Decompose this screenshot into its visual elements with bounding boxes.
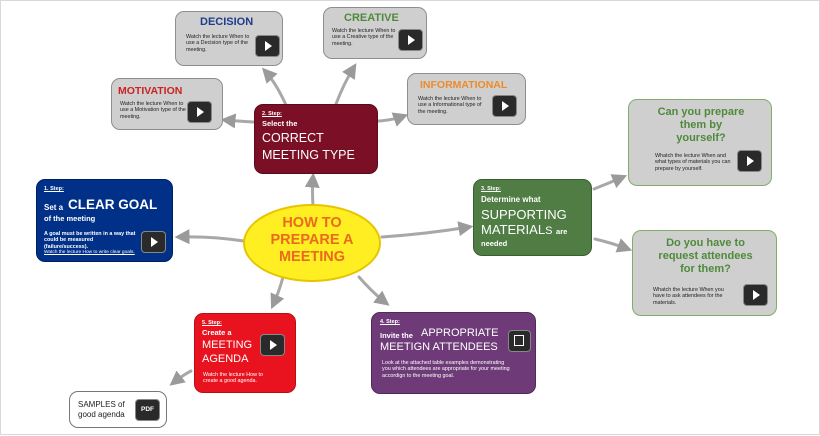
creative-description: Watch the lecture When to use a Creative… (332, 28, 396, 47)
step2-card[interactable]: 2. Step: Select the CORRECT MEETING TYPE (254, 104, 378, 174)
decision-description: Watch the lecture When to use a Decision… (186, 34, 250, 53)
creative-title: CREATIVE (344, 12, 399, 24)
document-icon[interactable] (509, 331, 530, 351)
informational-description: Watch the lecture When to use a Informat… (418, 96, 482, 115)
step5-heading-2: AGENDA (202, 353, 249, 365)
step1-description: A goal must be written in a way that cou… (44, 231, 136, 250)
step3-label: 3. Step: (481, 186, 501, 192)
step5-card[interactable]: 5. Step: Create a MEETING AGENDA Watch t… (194, 313, 296, 393)
samples-label-line: good agenda (78, 409, 125, 419)
prepare-title-line: them by (679, 119, 723, 131)
request-title: Do you have to request attendees for the… (633, 237, 778, 276)
step3-heading-2-text: MATERIAL (481, 222, 546, 237)
center-topic[interactable] (243, 204, 381, 282)
motivation-title: MOTIVATION (118, 85, 183, 97)
step2-heading-2: MEETING TYPE (262, 148, 355, 162)
step3-line1: Determine what (481, 195, 541, 204)
request-title-line: Do you have to (666, 237, 745, 249)
step3-heading-2-suffix: S (545, 225, 553, 237)
motivation-description: Watch the lecture When to use a Motivati… (120, 101, 186, 120)
connector-center-step5 (270, 275, 285, 310)
center-title-line: HOW TO (282, 215, 342, 231)
center-title: HOW TO PREPARE A MEETING (243, 215, 381, 266)
prepare-materials-card[interactable]: Can you prepare them by yourself? Whatch… (628, 99, 772, 186)
play-video-icon[interactable] (261, 335, 284, 355)
step5-description: Watch the lecture How to create a good a… (203, 372, 264, 385)
connector-center-step4 (357, 275, 390, 306)
step2-line1: Select the (262, 119, 298, 128)
center-title-line: MEETING (278, 249, 346, 265)
play-video-icon[interactable] (256, 36, 279, 56)
step4-line1: Invite the (380, 331, 413, 340)
request-description: Whatch the lecture When you have to ask … (653, 287, 724, 306)
connector-step2-decision (261, 67, 288, 107)
step1-line1: Set a (44, 203, 64, 212)
creative-card[interactable]: CREATIVE Watch the lecture When to use a… (323, 7, 427, 59)
samples-card[interactable]: SAMPLES of good agenda PDF (69, 391, 167, 428)
play-video-icon[interactable] (142, 232, 165, 252)
step3-heading-1: SUPPORTING (481, 207, 567, 222)
step1-line2: of the meeting (44, 214, 96, 223)
connector-step2-creative (334, 63, 357, 106)
play-video-icon[interactable] (738, 151, 761, 171)
step1-card[interactable]: 1. Step: Set a CLEAR GOAL of the meeting… (36, 179, 173, 262)
play-video-icon[interactable] (188, 102, 211, 122)
step4-card[interactable]: 4. Step: Invite the APPROPRIATE MEETIGN … (371, 312, 536, 394)
play-video-icon[interactable] (493, 96, 516, 116)
step5-heading-1: MEETING (202, 339, 253, 351)
center-title-line: PREPARE A (270, 232, 354, 248)
step5-label: 5. Step: (202, 320, 222, 326)
decision-card[interactable]: DECISION Watch the lecture When to use a… (175, 11, 283, 66)
connector-step2-informational (377, 112, 409, 127)
step4-label: 4. Step: (380, 319, 400, 325)
connector-center-step3 (380, 221, 474, 239)
step1-heading: CLEAR GOAL (68, 197, 158, 212)
step4-heading-1: APPROPRIATE (421, 327, 499, 339)
motivation-card[interactable]: MOTIVATION Watch the lecture When to use… (111, 78, 223, 130)
step3-heading-2: MATERIALS are (481, 222, 567, 237)
play-video-icon[interactable] (744, 285, 767, 305)
document-icon-sheet (514, 335, 524, 346)
connector-step3-prepare (592, 174, 628, 191)
connector-step5-samples (169, 369, 193, 386)
step4-heading-2: MEETIGN ATTENDEES (380, 341, 498, 353)
step2-heading-1: CORRECT (262, 131, 324, 145)
request-title-line: request attendees (658, 250, 753, 262)
prepare-description: Whatch the lecture When and what types o… (655, 153, 731, 172)
pdf-icon[interactable]: PDF (136, 400, 159, 420)
connector-center-step2 (304, 172, 320, 208)
step1-label: 1. Step: (44, 186, 64, 192)
connector-step3-request (593, 237, 633, 253)
step1-lecture-link[interactable]: Watch the lecture How to write clear goa… (44, 250, 135, 255)
prepare-title-line: yourself? (676, 132, 726, 144)
connector-step2-motivation (220, 113, 255, 129)
request-title-line: for them? (680, 263, 731, 275)
connector-center-step1 (174, 229, 246, 245)
step4-description: Look at the attached table examples demo… (382, 360, 510, 379)
prepare-title-line: Can you prepare (657, 106, 745, 118)
step5-line1: Create a (202, 328, 232, 337)
samples-label-line: SAMPLES of (78, 400, 125, 409)
informational-card[interactable]: INFORMATIONAL Watch the lecture When to … (407, 73, 526, 125)
play-video-icon[interactable] (399, 30, 422, 50)
samples-label: SAMPLES of good agenda (78, 400, 125, 419)
request-materials-card[interactable]: Do you have to request attendees for the… (632, 230, 777, 316)
informational-title: INFORMATIONAL (420, 79, 508, 91)
decision-title: DECISION (200, 16, 254, 28)
step3-line3: needed (481, 239, 508, 248)
step3-small: are (556, 227, 568, 236)
prepare-title: Can you prepare them by yourself? (629, 106, 773, 145)
step2-label: 2. Step: (262, 111, 282, 117)
step3-card[interactable]: 3. Step: Determine what SUPPORTING MATER… (473, 179, 592, 256)
